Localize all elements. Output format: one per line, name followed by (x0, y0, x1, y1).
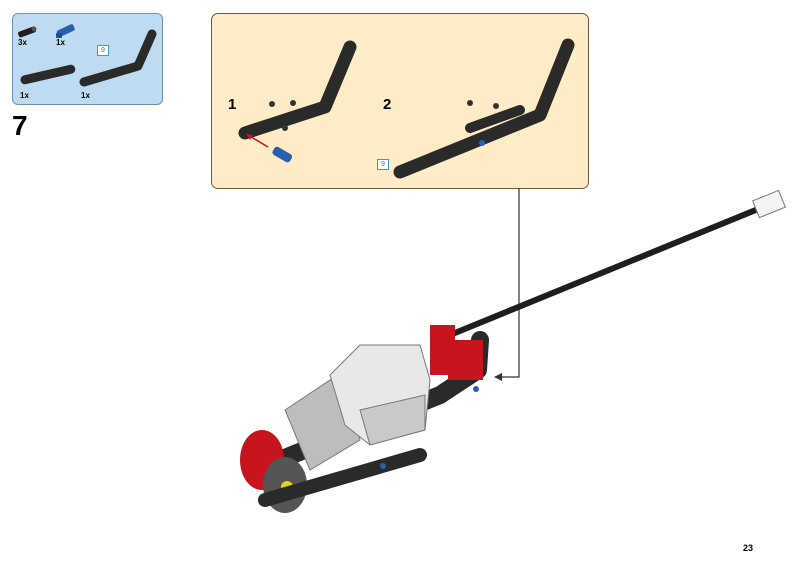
step-number: 7 (12, 110, 28, 141)
beam-length-tag: 9 (97, 45, 109, 56)
angled-beam-icon (79, 29, 157, 87)
part-qty-angled-beam: 1x (81, 91, 90, 100)
callout-connector-arrow (494, 188, 520, 381)
page-number: 23 (742, 543, 753, 553)
substep-callout: 1 2 9 (211, 13, 589, 189)
main-model (240, 189, 787, 513)
substep-2-number: 2 (383, 96, 392, 113)
substep-1-assembly (238, 40, 357, 163)
axle-pin-blue-icon (56, 24, 75, 38)
substep-2-assembly (393, 38, 575, 179)
part-qty-straight-beam: 1x (20, 91, 29, 100)
straight-beam-icon (20, 64, 76, 85)
axle-pin-black-icon (18, 26, 37, 38)
part-qty-black-pin: 3x (18, 38, 27, 47)
substep-2-length-tag: 9 (377, 159, 389, 170)
part-qty-blue-pin: 1x (56, 38, 65, 47)
substep-1-number: 1 (228, 96, 237, 113)
